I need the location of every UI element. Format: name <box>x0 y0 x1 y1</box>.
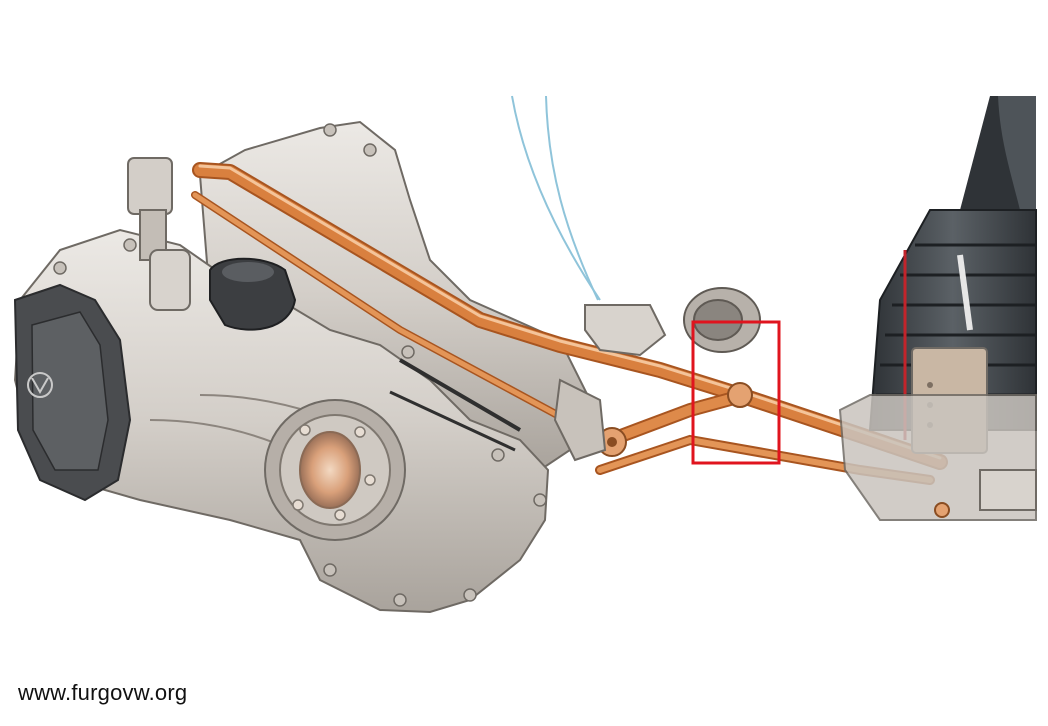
gearbox-housing <box>13 120 592 614</box>
relay-rod <box>191 191 604 442</box>
shift-lever-assembly <box>838 96 1037 521</box>
selector-tower <box>127 157 297 331</box>
shift-rod <box>192 162 948 470</box>
drive-flange <box>264 399 406 541</box>
highlight-box <box>691 320 781 465</box>
watermark-text: www.furgovw.org <box>18 680 188 705</box>
linkage-arm <box>595 382 935 485</box>
shift-cables <box>511 95 601 301</box>
support-bracket <box>553 287 761 462</box>
